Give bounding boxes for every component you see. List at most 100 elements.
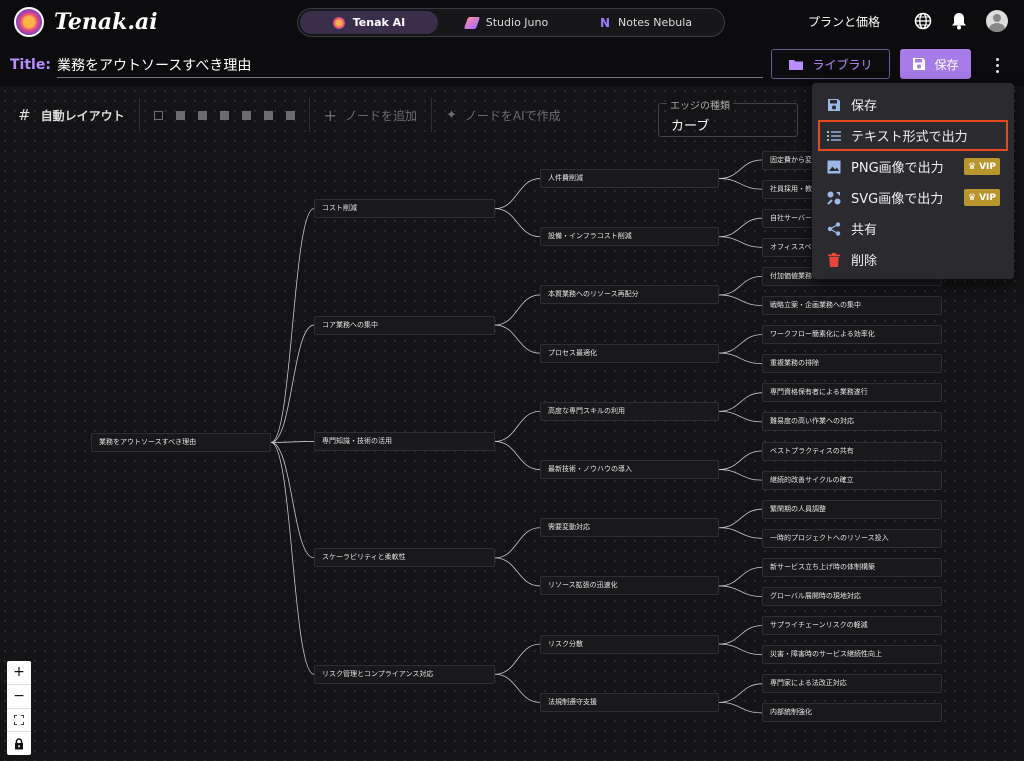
menu-item-label: 共有 bbox=[851, 223, 878, 238]
mindmap-subtopic-node[interactable]: 高度な専門スキルの利用 bbox=[540, 401, 719, 421]
layout-preset-2[interactable] bbox=[175, 110, 185, 120]
mindmap-leaf-node[interactable]: 難易度の高い作業への対応 bbox=[762, 412, 942, 432]
share-icon bbox=[826, 221, 842, 237]
mindmap-branch-node[interactable]: 専門知識・技術の活用 bbox=[314, 431, 495, 451]
fit-view-button[interactable] bbox=[7, 709, 31, 733]
more-menu-button[interactable] bbox=[988, 54, 1006, 76]
edge-type-select[interactable]: エッジの種類 カーブ bbox=[658, 97, 798, 137]
avatar[interactable] bbox=[986, 10, 1008, 32]
menu-item-save[interactable]: 保存 bbox=[812, 89, 1014, 120]
mindmap-leaf-node[interactable]: 専門資格保有者による業務遂行 bbox=[762, 383, 942, 403]
mindmap-edge bbox=[494, 557, 541, 587]
add-node-button[interactable]: + ノードを追加 bbox=[324, 106, 417, 125]
tenak-logo-icon bbox=[14, 7, 44, 37]
save-button[interactable]: 保存 bbox=[900, 49, 971, 79]
globe-icon[interactable] bbox=[912, 10, 934, 32]
mindmap-branch-node[interactable]: コスト削減 bbox=[314, 199, 495, 219]
mindmap-subtopic-node[interactable]: 法規制遵守支援 bbox=[540, 692, 719, 712]
layout-preset-6[interactable] bbox=[263, 110, 273, 120]
lock-icon bbox=[15, 737, 23, 750]
title-label: Title: bbox=[10, 57, 51, 73]
zoom-out-button[interactable]: − bbox=[7, 685, 31, 709]
mindmap-edge bbox=[718, 508, 763, 529]
mindmap-leaf-node[interactable]: グローバル展開時の現地対応 bbox=[762, 587, 942, 606]
mindmap-leaf-node[interactable]: 災害・障害時のサービス継続性向上 bbox=[762, 645, 942, 665]
mindmap-subtopic-node[interactable]: 人件費削減 bbox=[540, 169, 719, 189]
tab-label: Tenak AI bbox=[352, 16, 406, 29]
mindmap-edge bbox=[270, 442, 315, 675]
menu-item-export-text[interactable]: テキスト形式で出力 bbox=[818, 120, 1008, 151]
tab-label: Notes Nebula bbox=[618, 16, 693, 29]
menu-item-share[interactable]: 共有 bbox=[812, 213, 1014, 244]
mindmap-leaf-node[interactable]: ワークフロー簡素化による効率化 bbox=[762, 325, 942, 345]
menu-item-export-png[interactable]: PNG画像で出力 ♛VIP bbox=[812, 151, 1014, 182]
mindmap-leaf-node[interactable]: 一時的プロジェクトへのリソース投入 bbox=[762, 528, 942, 548]
tab-studio-juno[interactable]: Studio Juno bbox=[438, 11, 576, 34]
app-switcher: Tenak AI Studio Juno N Notes Nebula bbox=[297, 8, 725, 37]
mindmap-edge bbox=[270, 442, 315, 559]
title-input[interactable] bbox=[57, 52, 763, 78]
header-nav: プランと価格 bbox=[808, 10, 1008, 32]
mindmap-edge bbox=[718, 276, 763, 296]
mindmap-leaf-node[interactable]: 内部統制強化 bbox=[762, 703, 942, 723]
folder-icon bbox=[789, 59, 804, 70]
mindmap-edge bbox=[494, 178, 541, 210]
mindmap-leaf-node[interactable]: ベストプラクティスの共有 bbox=[762, 441, 942, 461]
mindmap-subtopic-node[interactable]: リスク分散 bbox=[540, 634, 719, 654]
library-button-label: ライブラリ bbox=[812, 57, 873, 72]
mindmap-leaf-node[interactable]: サプライチェーンリスクの軽減 bbox=[762, 616, 942, 636]
layout-preset-1[interactable] bbox=[153, 110, 163, 120]
mindmap-leaf-node[interactable]: 新サービス立ち上げ時の体制構築 bbox=[762, 557, 942, 577]
mindmap-root-node[interactable]: 業務をアウトソースすべき理由 bbox=[91, 432, 271, 452]
mindmap-branch-node[interactable]: コア業務への集中 bbox=[314, 315, 495, 335]
mindmap-edge bbox=[718, 178, 763, 190]
mindmap-edge bbox=[494, 527, 541, 559]
mindmap-subtopic-node[interactable]: 最新技術・ノウハウの導入 bbox=[540, 460, 719, 480]
bell-icon[interactable] bbox=[948, 10, 970, 32]
mindmap-branch-node[interactable]: スケーラビリティと柔軟性 bbox=[314, 548, 495, 568]
grid-icon: # bbox=[18, 106, 31, 124]
divider bbox=[308, 98, 310, 132]
mindmap-subtopic-node[interactable]: プロセス最適化 bbox=[540, 343, 719, 363]
mindmap-leaf-node[interactable]: 専門家による法改正対応 bbox=[762, 674, 942, 694]
mindmap-edge bbox=[270, 208, 315, 443]
save-button-label: 保存 bbox=[934, 57, 959, 72]
tab-tenak-ai[interactable]: Tenak AI bbox=[300, 11, 438, 34]
layout-preset-7[interactable] bbox=[285, 110, 295, 120]
more-menu-dropdown: 保存 テキスト形式で出力 PNG画像で出力 ♛VIP SVG画像で出力 ♛VIP… bbox=[812, 83, 1014, 279]
image-icon bbox=[826, 159, 842, 175]
app-logo[interactable]: Tenak.ai bbox=[14, 7, 158, 37]
mindmap-subtopic-node[interactable]: 本質業務へのリソース再配分 bbox=[540, 285, 719, 305]
library-button[interactable]: ライブラリ bbox=[771, 49, 890, 79]
trash-icon bbox=[826, 252, 842, 268]
mindmap-edge bbox=[270, 441, 315, 443]
lock-button[interactable] bbox=[7, 732, 31, 755]
mindmap-subtopic-node[interactable]: 設備・インフラコスト削減 bbox=[540, 227, 719, 247]
mindmap-edge bbox=[494, 441, 541, 470]
mindmap-leaf-node[interactable]: 繁閑期の人員調整 bbox=[762, 499, 942, 519]
mindmap-edge bbox=[718, 527, 763, 539]
zoom-in-button[interactable]: + bbox=[7, 661, 31, 685]
tab-notes-nebula[interactable]: N Notes Nebula bbox=[576, 11, 716, 34]
mindmap-subtopic-node[interactable]: リソース拡張の迅速化 bbox=[540, 576, 719, 596]
fit-icon bbox=[14, 714, 24, 725]
mindmap-branch-node[interactable]: リスク管理とコンプライアンス対応 bbox=[314, 664, 495, 684]
mindmap-leaf-node[interactable]: 戦略立案・企画業務への集中 bbox=[762, 296, 942, 315]
layout-preset-3[interactable] bbox=[197, 110, 207, 120]
mindmap-subtopic-node[interactable]: 需要変動対応 bbox=[540, 518, 719, 538]
layout-preset-4[interactable] bbox=[219, 110, 229, 120]
layout-preset-5[interactable] bbox=[241, 110, 251, 120]
app-name: Tenak.ai bbox=[54, 9, 158, 35]
auto-layout-button[interactable]: # 自動レイアウト bbox=[10, 106, 125, 124]
mindmap-edge bbox=[718, 159, 763, 179]
nebula-logo-icon: N bbox=[599, 15, 611, 30]
pricing-link[interactable]: プランと価格 bbox=[807, 14, 880, 29]
vip-badge: ♛VIP bbox=[964, 158, 1000, 175]
menu-item-export-svg[interactable]: SVG画像で出力 ♛VIP bbox=[812, 182, 1014, 213]
layout-presets bbox=[153, 110, 295, 120]
mindmap-leaf-node[interactable]: 継続的改善サイクルの確立 bbox=[762, 470, 942, 490]
menu-item-delete[interactable]: 削除 bbox=[812, 244, 1014, 275]
mindmap-edge bbox=[718, 683, 763, 703]
ai-node-button[interactable]: ✦ ノードをAIで作成 bbox=[446, 107, 561, 124]
mindmap-leaf-node[interactable]: 重複業務の排除 bbox=[762, 354, 942, 374]
